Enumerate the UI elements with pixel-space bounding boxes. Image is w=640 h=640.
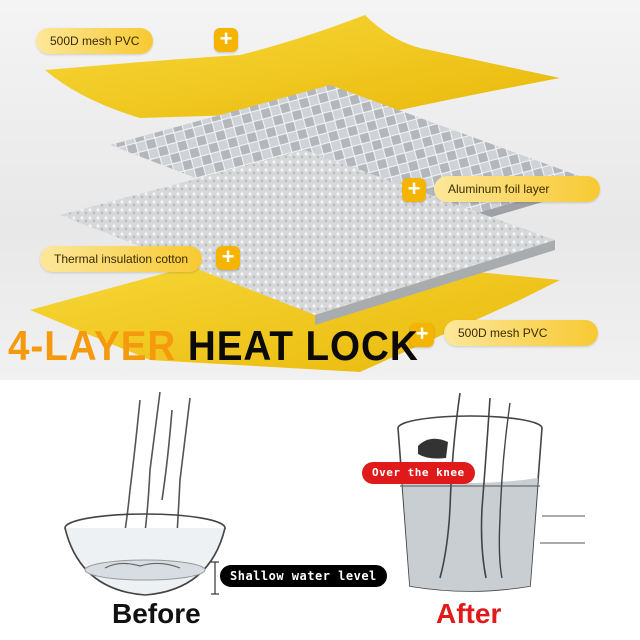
shallow-water-tag: Shallow water level [220,565,387,587]
level-marker [211,561,219,595]
label-cotton: Thermal insulation cotton [40,246,203,272]
plus-icon: + [214,28,238,52]
plus-icon: + [216,246,240,270]
foil-layer-sheet [110,85,590,245]
label-mesh-top: 500D mesh PVC [36,28,154,54]
top-pvc-sheet [45,15,560,118]
after-bucket-illustration [397,392,585,592]
label-foil: Aluminum foil layer [434,176,600,202]
cotton-layer-sheet [60,150,555,315]
after-caption: After [436,598,502,629]
headline-part2: HEAT LOCK [187,322,419,369]
plus-icon: + [402,178,426,202]
plus-icon: + [410,323,434,347]
label-mesh-bottom: 500D mesh PVC [444,320,598,346]
headline-part1: 4-LAYER [8,322,177,369]
headline: 4-LAYER HEAT LOCK [8,322,419,370]
over-knee-tag: Over the knee [362,462,475,484]
before-basin-illustration [64,391,226,596]
before-caption: Before [112,598,201,629]
